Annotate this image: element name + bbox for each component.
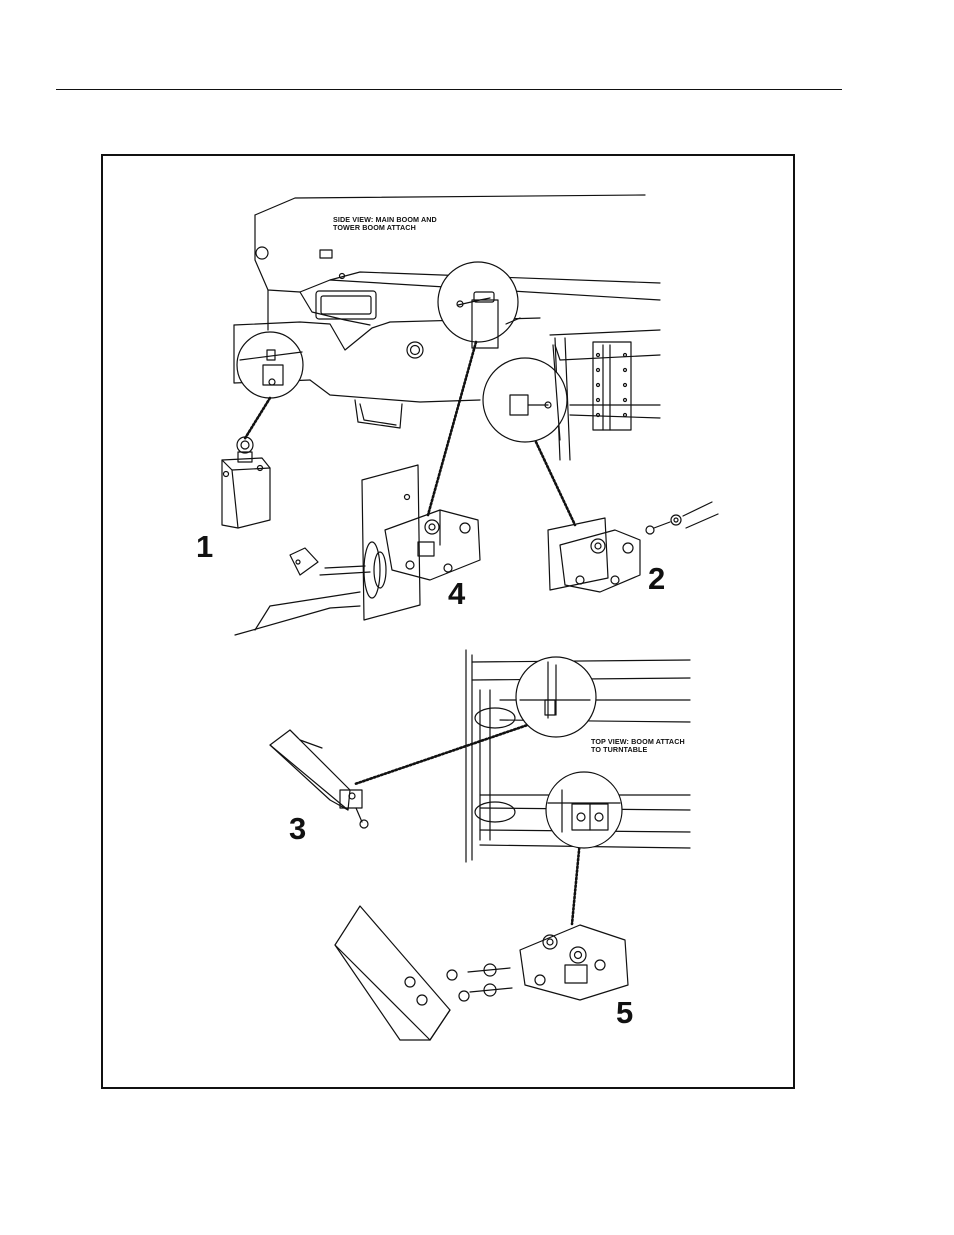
- detail-circle-4: [438, 262, 520, 348]
- callout-5: 5: [616, 997, 633, 1028]
- side-view-caption: SIDE VIEW: MAIN BOOM AND TOWER BOOM ATTA…: [333, 216, 437, 232]
- lever-switch-3: [270, 730, 368, 828]
- callout-2: 2: [648, 563, 665, 594]
- callout-1: 1: [196, 531, 213, 562]
- limit-switch-1: [222, 437, 270, 528]
- callout-3: 3: [289, 813, 306, 844]
- detail-circle-2: [483, 345, 567, 442]
- valve-assembly-4: [235, 465, 480, 635]
- valve-assembly-5: [335, 906, 628, 1040]
- detail-circle-3: [516, 657, 596, 737]
- detail-circle-1: [237, 332, 303, 398]
- detail-circle-5: [546, 772, 622, 848]
- top-view-caption: TOP VIEW: BOOM ATTACH TO TURNTABLE: [591, 738, 685, 754]
- callout-4: 4: [448, 578, 465, 609]
- valve-assembly-2: [548, 502, 718, 592]
